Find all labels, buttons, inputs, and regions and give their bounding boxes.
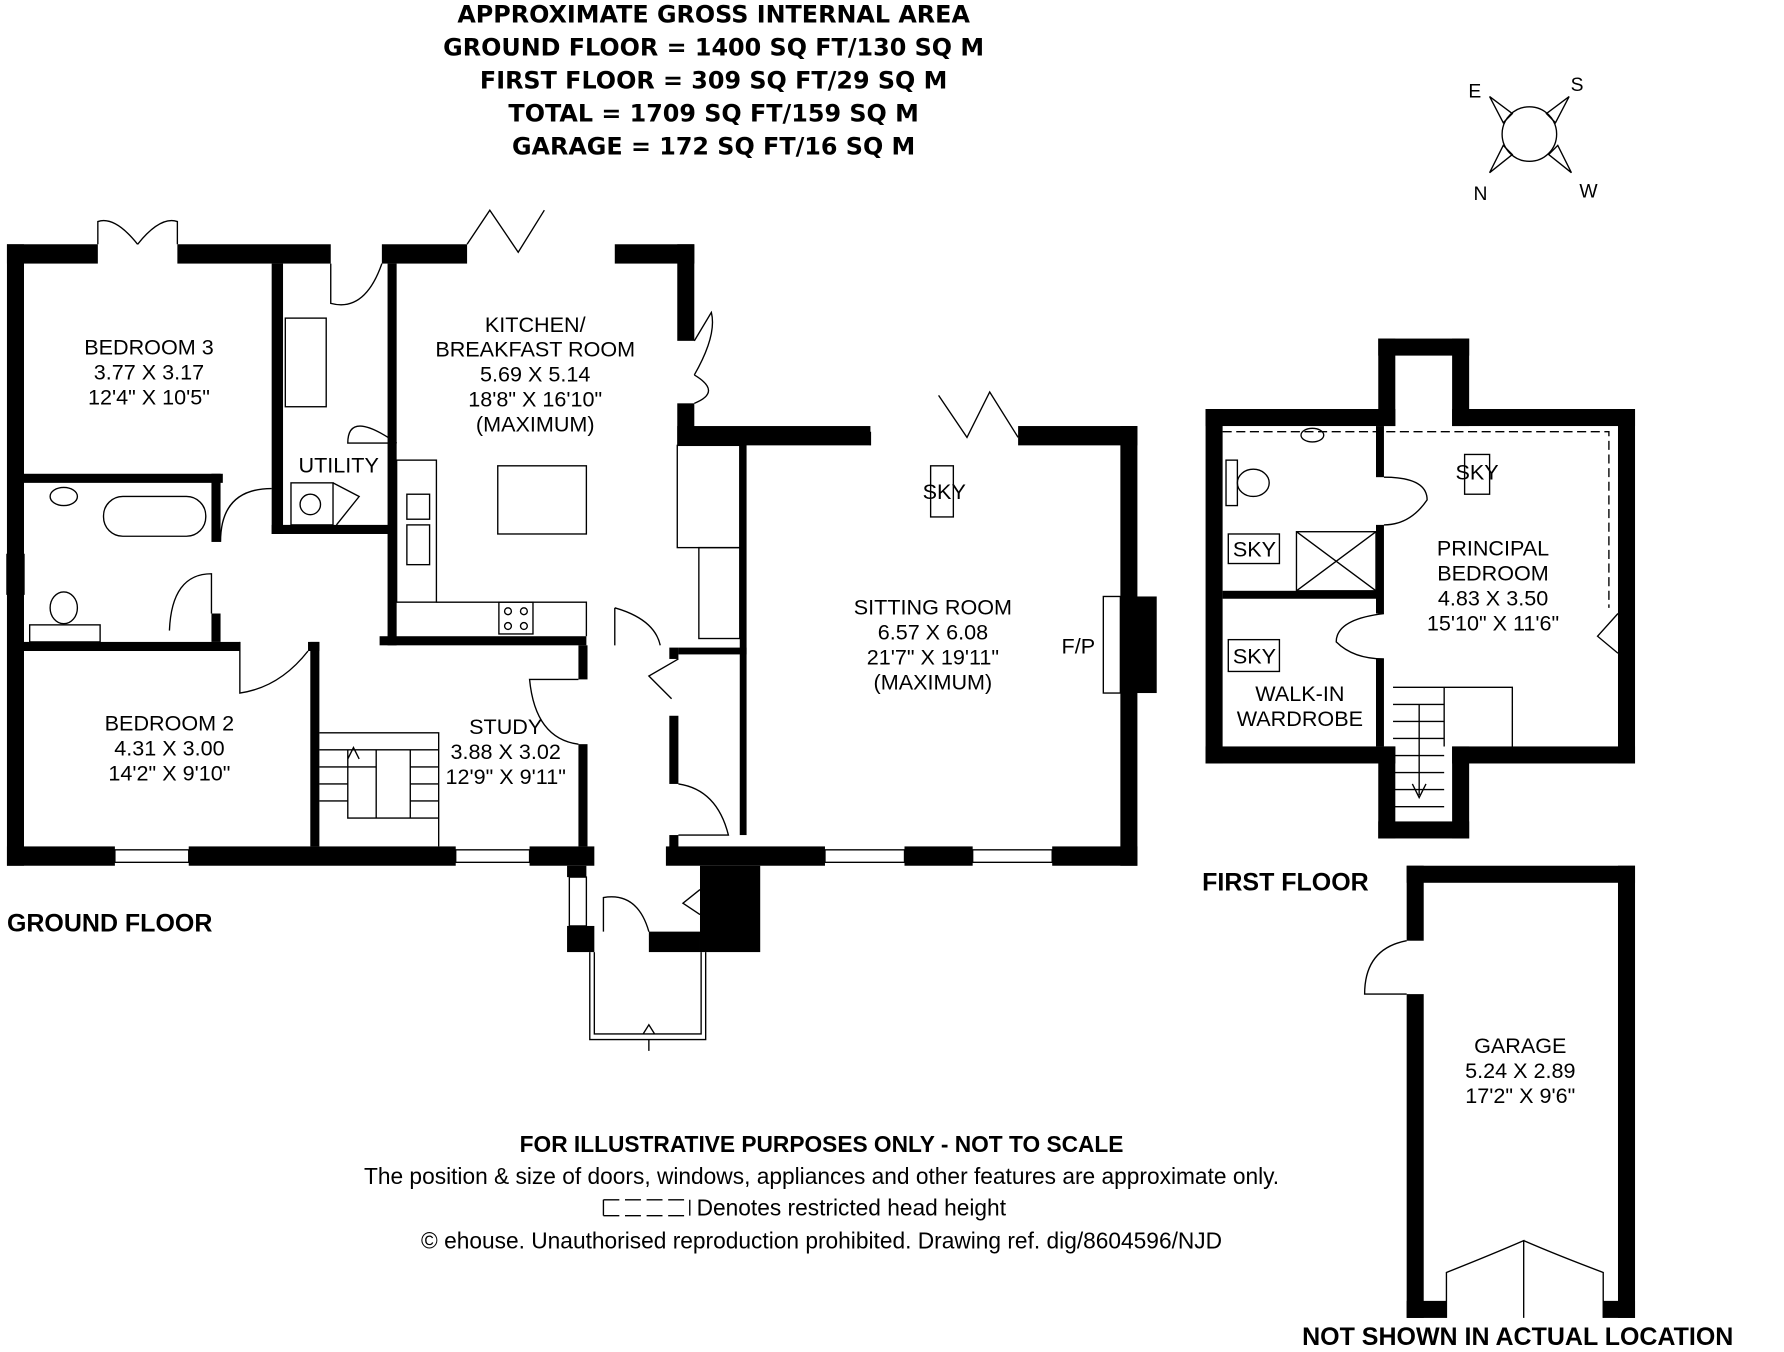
room-kitchen-note: (MAXIMUM) — [476, 412, 595, 437]
garage-labels: GARAGE 5.24 X 2.89 17'2" X 9'6" NOT SHOW… — [1302, 1033, 1733, 1351]
copyright-line: © ehouse. Unauthorised reproduction proh… — [421, 1228, 1222, 1254]
header-line: TOTAL = 1709 SQ FT/159 SQ M — [508, 100, 918, 128]
room-kitchen-metric: 5.69 X 5.14 — [480, 362, 590, 387]
ground-floor-labels: BEDROOM 3 3.77 X 3.17 12'4" X 10'5" KITC… — [7, 312, 1095, 938]
room-bedroom3-metric: 3.77 X 3.17 — [94, 359, 204, 384]
room-principal-bedroom-imperial: 15'10" X 11'6" — [1427, 611, 1559, 636]
first-floor-title: FIRST FLOOR — [1202, 869, 1369, 897]
restricted-height-legend: Denotes restricted head height — [697, 1195, 1007, 1221]
compass-east: E — [1468, 82, 1481, 103]
room-walk-in-wardrobe: WARDROBE — [1237, 706, 1363, 731]
disclaimer-title: FOR ILLUSTRATIVE PURPOSES ONLY - NOT TO … — [520, 1131, 1124, 1157]
garage-walls — [1363, 865, 1636, 1318]
compass-icon: E S N W — [1468, 75, 1598, 205]
room-kitchen: KITCHEN/ — [485, 312, 586, 337]
restricted-height-legend-icon — [602, 1199, 691, 1217]
room-garage: GARAGE — [1474, 1033, 1566, 1058]
compass-south: S — [1571, 75, 1584, 96]
room-sitting-note: (MAXIMUM) — [874, 670, 993, 695]
room-kitchen: BREAKFAST ROOM — [435, 337, 635, 362]
room-bedroom3-imperial: 12'4" X 10'5" — [88, 384, 210, 409]
room-kitchen-imperial: 18'8" X 16'10" — [468, 387, 602, 412]
room-principal-bedroom: PRINCIPAL — [1437, 536, 1549, 561]
room-sitting-metric: 6.57 X 6.08 — [878, 620, 988, 645]
room-garage-metric: 5.24 X 2.89 — [1465, 1058, 1575, 1083]
room-sitting-imperial: 21'7" X 19'11" — [867, 645, 999, 670]
garage-location-note: NOT SHOWN IN ACTUAL LOCATION — [1302, 1323, 1733, 1351]
room-study-imperial: 12'9" X 9'11" — [446, 764, 566, 789]
room-bedroom2: BEDROOM 2 — [105, 711, 235, 736]
room-bedroom2-metric: 4.31 X 3.00 — [114, 736, 224, 761]
room-sitting: SITTING ROOM — [854, 595, 1012, 620]
room-principal-bedroom: BEDROOM — [1437, 561, 1548, 586]
first-floor-labels: SKY SKY SKY PRINCIPAL BEDROOM 4.83 X 3.5… — [1202, 459, 1559, 896]
room-study-metric: 3.88 X 3.02 — [451, 739, 561, 764]
header-line: GROUND FLOOR = 1400 SQ FT/130 SQ M — [443, 34, 984, 62]
compass-north: N — [1474, 184, 1488, 205]
compass-west: W — [1579, 182, 1598, 203]
room-bedroom3: BEDROOM 3 — [84, 334, 214, 359]
room-utility: UTILITY — [299, 453, 379, 478]
skylight-label: SKY — [1233, 537, 1276, 562]
room-bedroom2-imperial: 14'2" X 9'10" — [108, 761, 230, 786]
ground-floor-title: GROUND FLOOR — [7, 910, 212, 938]
header-line: GARAGE = 172 SQ FT/16 SQ M — [512, 133, 915, 161]
skylight-label: SKY — [1233, 644, 1276, 669]
room-walk-in-wardrobe: WALK-IN — [1255, 681, 1344, 706]
area-summary: APPROXIMATE GROSS INTERNAL AREA GROUND F… — [443, 1, 984, 161]
disclaimer: FOR ILLUSTRATIVE PURPOSES ONLY - NOT TO … — [364, 1131, 1279, 1254]
first-floor-walls — [1205, 338, 1636, 839]
room-study: STUDY — [469, 714, 542, 739]
skylight-label: SKY — [923, 479, 966, 504]
fireplace-label: F/P — [1062, 633, 1096, 658]
header-line: FIRST FLOOR = 309 SQ FT/29 SQ M — [480, 67, 947, 95]
skylight-label: SKY — [1456, 459, 1499, 484]
room-principal-bedroom-metric: 4.83 X 3.50 — [1438, 586, 1548, 611]
disclaimer-line: The position & size of doors, windows, a… — [364, 1163, 1279, 1189]
room-garage-imperial: 17'2" X 9'6" — [1465, 1083, 1575, 1108]
ground-floor-walls — [6, 208, 1157, 1051]
header-line: APPROXIMATE GROSS INTERNAL AREA — [457, 1, 970, 29]
